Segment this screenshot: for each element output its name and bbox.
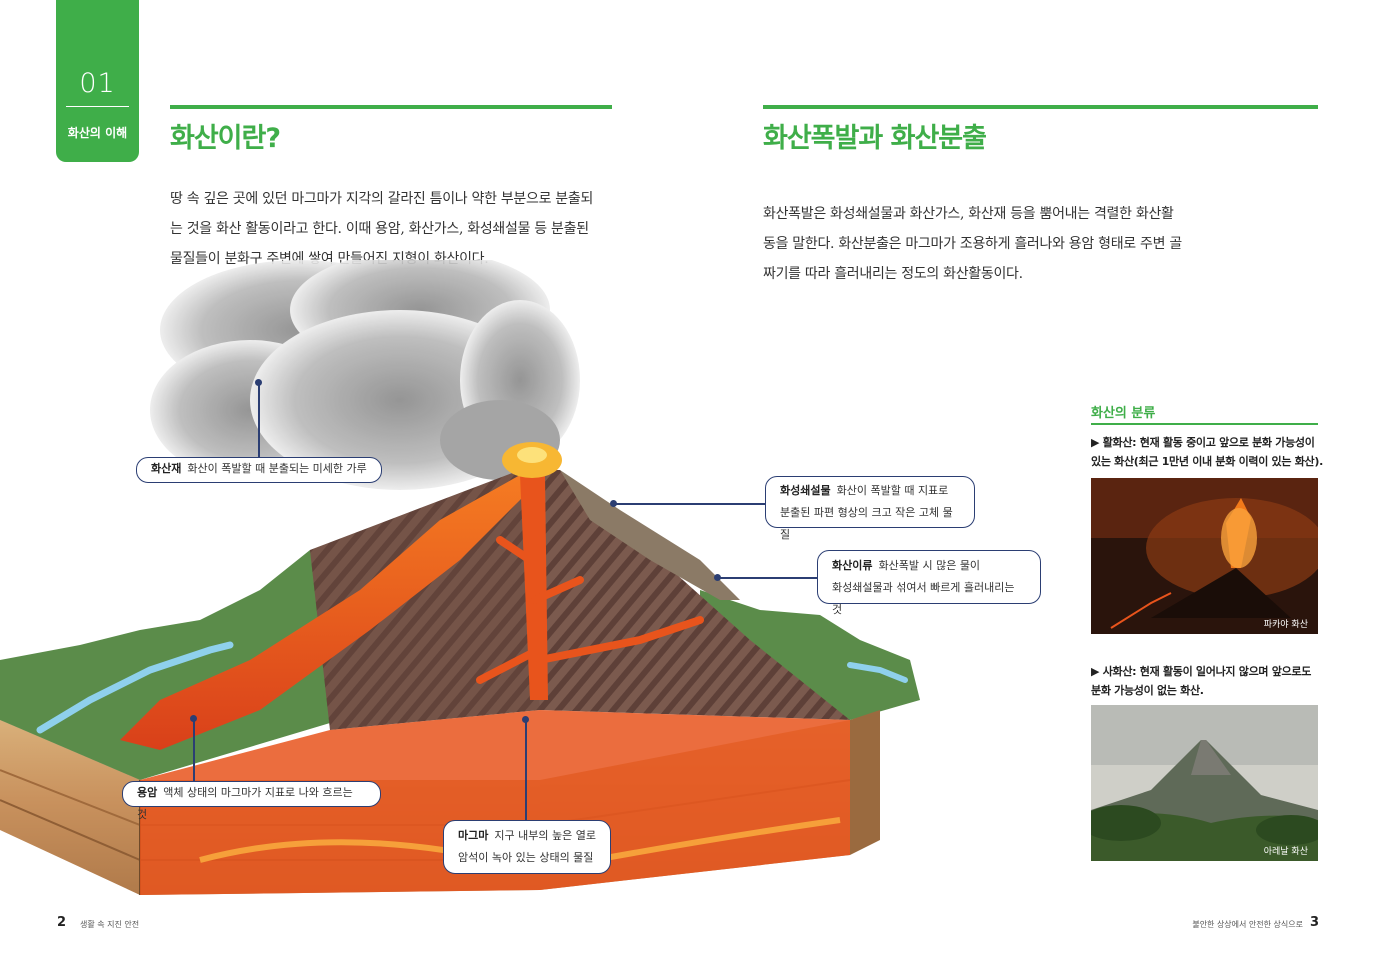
- magma-desc-line1: 지구 내부의 높은 열로: [494, 829, 596, 842]
- dormant-volcano-text: ▶ 사화산: 현재 활동이 일어나지 않으며 앞으로도 분화 가능성이 없는 화…: [1091, 662, 1331, 700]
- magma-desc-line2: 암석이 녹아 있는 상태의 물질: [458, 851, 594, 864]
- lava-term: 용암: [137, 786, 158, 799]
- ash-leader-line: [258, 383, 260, 457]
- sidebar-heading: 화산의 분류: [1091, 406, 1156, 421]
- chapter-number: 01: [79, 68, 116, 99]
- lahar-pointer-dot: [714, 574, 721, 581]
- ash-term: 화산재: [151, 462, 182, 475]
- magma-leader-line: [525, 720, 527, 820]
- ash-desc: 화산이 폭발할 때 분출되는 미세한 가루: [187, 462, 367, 475]
- pyroclastic-leader-line: [614, 503, 766, 505]
- magma-term: 마그마: [458, 829, 489, 842]
- chapter-divider: [66, 106, 129, 107]
- left-page-number: 2: [57, 915, 67, 930]
- right-body-line: 짜기를 따라 흘러내리는 정도의 화산활동이다.: [763, 266, 1023, 282]
- active-volcano-line1: ▶ 활화산: 현재 활동 중이고 앞으로 분화 가능성이: [1091, 436, 1315, 449]
- right-footer-text: 불안한 상상에서 안전한 상식으로: [1192, 920, 1303, 929]
- pyroclastic-desc-line2: 분출된 파편 형상의 크고 작은 고체 물질: [780, 506, 953, 541]
- right-section-rule: [763, 105, 1318, 109]
- volcano-cross-section-illustration: [0, 260, 920, 895]
- lava-leader-line: [193, 719, 195, 781]
- ash-callout: 화산재 화산이 폭발할 때 분출되는 미세한 가루: [136, 457, 382, 483]
- lahar-desc-line2: 화성쇄설물과 섞여서 빠르게 흘러내리는 것: [832, 581, 1015, 616]
- pyroclastic-term: 화성쇄설물: [780, 484, 831, 497]
- right-section-title: 화산폭발과 화산분출: [763, 123, 987, 154]
- lahar-desc-line1: 화산폭발 시 많은 물이: [878, 559, 981, 572]
- pacaya-photo-image: [1091, 478, 1318, 634]
- arenal-caption: 아레날 화산: [1263, 847, 1308, 857]
- arenal-volcano-photo: 아레날 화산: [1091, 705, 1318, 861]
- lava-pointer-dot: [190, 715, 197, 722]
- right-body-line: 화산폭발은 화성쇄설물과 화산가스, 화산재 등을 뿜어내는 격렬한 화산활: [763, 206, 1174, 222]
- left-section-body: 땅 속 깊은 곳에 있던 마그마가 지각의 갈라진 틈이나 약한 부분으로 분출…: [170, 184, 620, 274]
- left-footer-text: 생활 속 지진 안전: [80, 920, 140, 929]
- active-volcano-text: ▶ 활화산: 현재 활동 중이고 앞으로 분화 가능성이 있는 화산(최근 1만…: [1091, 433, 1331, 471]
- left-section-title: 화산이란?: [170, 123, 281, 154]
- right-page-number: 3: [1309, 915, 1319, 930]
- magma-callout: 마그마 지구 내부의 높은 열로 암석이 녹아 있는 상태의 물질: [443, 820, 611, 874]
- pacaya-caption: 파카야 화산: [1263, 620, 1308, 630]
- active-volcano-line2: 있는 화산(최근 1만년 이내 분화 이력이 있는 화산).: [1091, 455, 1323, 468]
- lahar-term: 화산이류: [832, 559, 873, 572]
- dormant-volcano-line1: ▶ 사화산: 현재 활동이 일어나지 않으며 앞으로도: [1091, 665, 1312, 678]
- right-body-line: 동을 말한다. 화산분출은 마그마가 조용하게 흘러나와 용암 형태로 주변 골: [763, 236, 1182, 252]
- lahar-leader-line: [718, 577, 818, 579]
- chapter-label: 화산의 이해: [67, 126, 128, 140]
- dormant-volcano-line2: 분화 가능성이 없는 화산.: [1091, 684, 1204, 697]
- lava-desc: 액체 상태의 마그마가 지표로 나와 흐르는 것: [137, 786, 353, 821]
- sidebar-rule: [1091, 423, 1318, 425]
- pyroclastic-callout: 화성쇄설물 화산이 폭발할 때 지표로 분출된 파편 형상의 크고 작은 고체 물…: [765, 476, 975, 541]
- chapter-tab: 01 화산의 이해: [56, 0, 139, 162]
- magma-pointer-dot: [522, 716, 529, 723]
- left-body-line: 땅 속 깊은 곳에 있던 마그마가 지각의 갈라진 틈이나 약한 부분으로 분출…: [170, 191, 594, 207]
- left-section-rule: [170, 105, 612, 109]
- arenal-photo-image: [1091, 705, 1318, 861]
- pyroclastic-pointer-dot: [610, 500, 617, 507]
- pyroclastic-desc-line1: 화산이 폭발할 때 지표로: [836, 484, 949, 497]
- right-section-body: 화산폭발은 화성쇄설물과 화산가스, 화산재 등을 뿜어내는 격렬한 화산활 동…: [763, 199, 1233, 289]
- lahar-callout: 화산이류 화산폭발 시 많은 물이 화성쇄설물과 섞여서 빠르게 흘러내리는 것: [817, 550, 1041, 616]
- ash-pointer-dot: [255, 379, 262, 386]
- ash-cloud: [150, 260, 580, 490]
- pacaya-volcano-photo: 파카야 화산: [1091, 478, 1318, 634]
- left-body-line: 는 것을 화산 활동이라고 한다. 이때 용암, 화산가스, 화성쇄설물 등 분…: [170, 221, 589, 237]
